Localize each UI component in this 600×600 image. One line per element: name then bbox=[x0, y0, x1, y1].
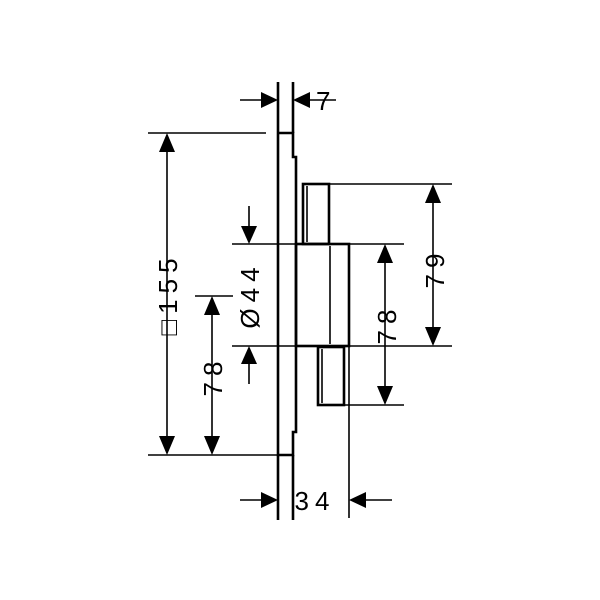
dim-plate-thickness bbox=[240, 92, 336, 108]
label-projection: 34 bbox=[295, 486, 336, 516]
cover-plate bbox=[276, 82, 298, 520]
label-top-offset: 79 bbox=[420, 248, 450, 289]
dim-right-offset bbox=[377, 244, 393, 405]
label-knob-diameter: Ø44 bbox=[235, 261, 265, 328]
lower-knob bbox=[316, 345, 346, 407]
label-lower-offset: 78 bbox=[198, 356, 228, 397]
upper-handle bbox=[301, 182, 331, 246]
label-plate-square: □155 bbox=[153, 252, 183, 335]
label-right-offset: 78 bbox=[372, 304, 402, 345]
dim-projection bbox=[240, 492, 392, 508]
label-plate-thickness: 7 bbox=[316, 86, 336, 116]
dim-top-offset bbox=[425, 184, 441, 346]
dim-plate-square bbox=[159, 133, 175, 455]
dim-lower-offset bbox=[204, 296, 220, 455]
dim-knob-diameter bbox=[241, 206, 257, 384]
main-body bbox=[294, 242, 351, 348]
extension-lines bbox=[148, 132, 452, 518]
